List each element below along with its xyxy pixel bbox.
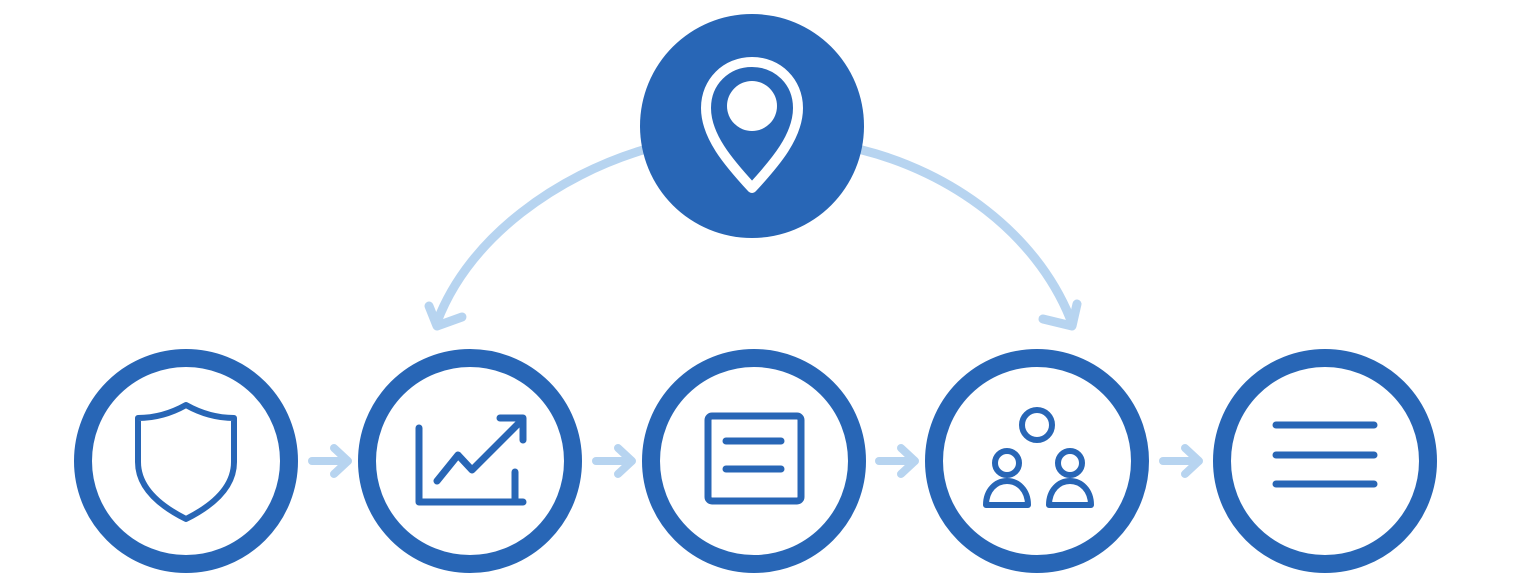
arc-arrowhead-icon — [1038, 299, 1082, 331]
map-pin-icon — [701, 57, 803, 193]
step-circle — [1213, 349, 1437, 573]
users-group-icon — [983, 407, 1094, 508]
document-icon — [704, 412, 805, 505]
arc-hub-to-step-4 — [857, 145, 1075, 323]
arrow-right-icon — [1159, 444, 1203, 478]
arc-arrowhead-icon — [424, 301, 467, 331]
arrow-right-icon — [592, 444, 636, 478]
shield-icon — [135, 402, 237, 522]
step-node-3 — [642, 349, 866, 573]
step-node-1 — [74, 349, 298, 573]
step-node-2 — [358, 349, 582, 573]
arrow-right-icon — [875, 444, 919, 478]
step-node-5 — [1213, 349, 1437, 573]
step-circle — [642, 349, 866, 573]
arc-hub-to-step-2 — [432, 145, 648, 327]
menu-lines-icon — [1272, 421, 1378, 488]
step-circle — [358, 349, 582, 573]
step-circle — [925, 349, 1149, 573]
step-node-4 — [925, 349, 1149, 573]
step-circle — [74, 349, 298, 573]
hub-connectors — [424, 145, 1082, 331]
arrow-right-icon — [308, 444, 352, 478]
trending-chart-icon — [415, 414, 527, 506]
hub-node — [640, 14, 864, 238]
sequential-connectors — [308, 444, 1203, 478]
